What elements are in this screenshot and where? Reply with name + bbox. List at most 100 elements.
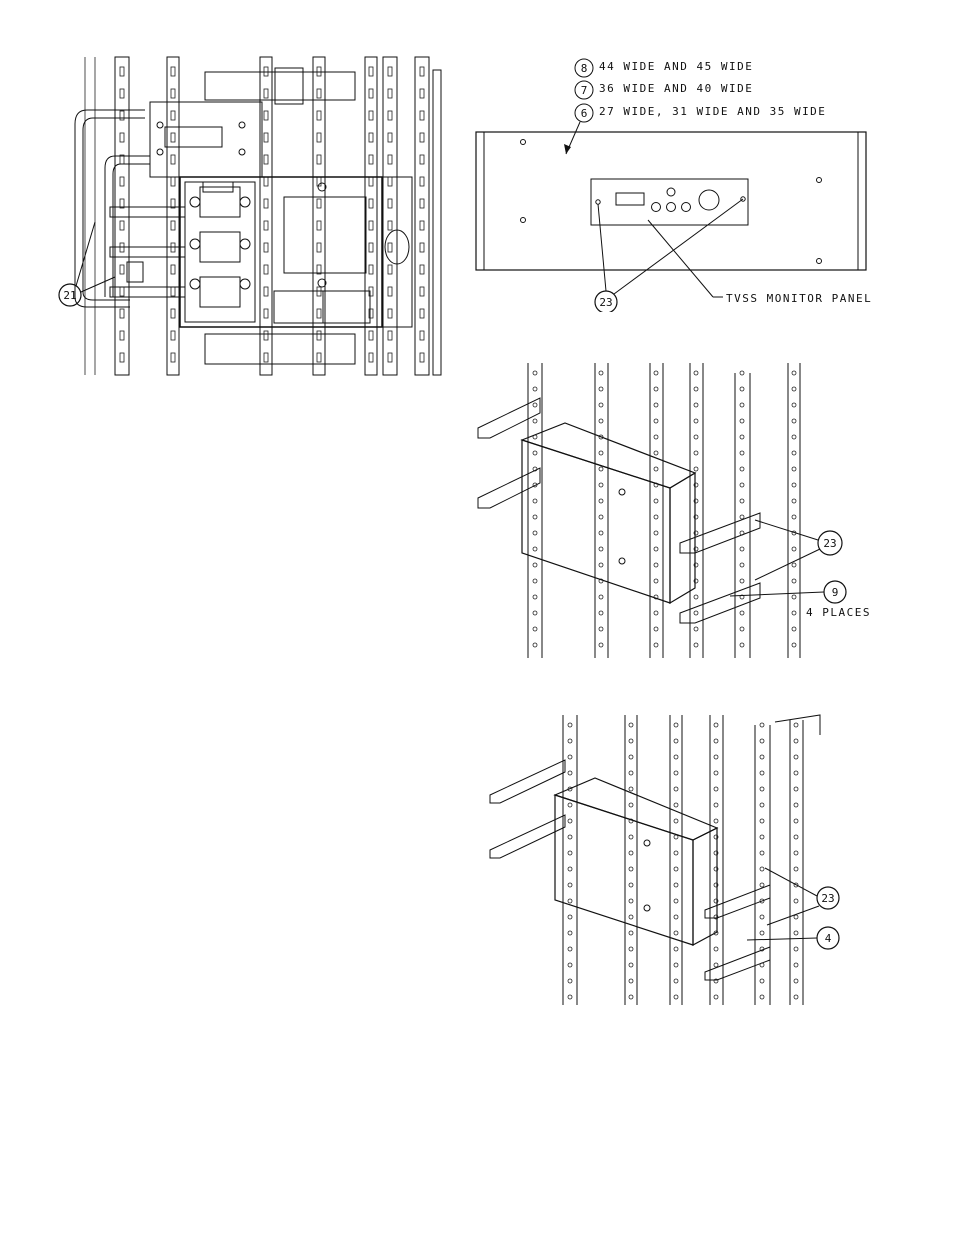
rail-hole [694, 451, 698, 455]
figure-b-monitor-panel: 8 44 WIDE AND 45 WIDE 7 36 WIDE AND 40 W… [468, 52, 878, 312]
rail-hole [533, 547, 537, 551]
rail-hole [533, 403, 537, 407]
rail-hole [714, 947, 718, 951]
rail-hole [629, 835, 633, 839]
rail-hole [533, 499, 537, 503]
rail-hole [568, 995, 572, 999]
rail-hole [674, 739, 678, 743]
rail-hole [654, 515, 658, 519]
rail-hole [654, 403, 658, 407]
rail-hole [760, 835, 764, 839]
rail-hole [120, 309, 124, 318]
rail-hole [171, 155, 175, 164]
rail-hole [599, 499, 603, 503]
rail-hole [568, 867, 572, 871]
rail-hole [420, 111, 424, 120]
rail-hole [792, 547, 796, 551]
rail-hole [740, 451, 744, 455]
rail-hole [568, 883, 572, 887]
rail-hole [171, 309, 175, 318]
rail-hole [629, 883, 633, 887]
rail-hole [420, 309, 424, 318]
rail-hole [568, 963, 572, 967]
rail-hole [369, 353, 373, 362]
rail-hole [388, 199, 392, 208]
callout-6: 6 27 WIDE, 31 WIDE AND 35 WIDE [564, 104, 826, 154]
rail-hole [120, 287, 124, 296]
rail-hole [694, 419, 698, 423]
monitor-panel-leader: TVSS MONITOR PANEL [648, 220, 872, 305]
rail-hole [568, 899, 572, 903]
rail-hole [171, 331, 175, 340]
rail-hole [674, 803, 678, 807]
rail-hole [654, 579, 658, 583]
rail-hole [171, 133, 175, 142]
rail-hole [694, 627, 698, 631]
callout-23: 23 [765, 868, 839, 925]
rail-hole [629, 771, 633, 775]
rail-hole [714, 819, 718, 823]
rail-hole [388, 243, 392, 252]
rail-hole [264, 265, 268, 274]
figure-d-isometric-bracket: 23 4 [485, 710, 845, 1010]
rail-hole [533, 611, 537, 615]
rail-hole [599, 531, 603, 535]
rail-hole [388, 221, 392, 230]
rail-hole [794, 739, 798, 743]
rail-hole [654, 643, 658, 647]
rail-hole [740, 403, 744, 407]
rail-hole [740, 483, 744, 487]
callout-23: 23 [595, 199, 743, 312]
rail-hole [568, 819, 572, 823]
rail-hole [714, 787, 718, 791]
rail-hole [760, 739, 764, 743]
rail-holes [568, 723, 798, 999]
rail-hole [599, 403, 603, 407]
rail-hole [317, 353, 321, 362]
rail-hole [792, 563, 796, 567]
rail-hole [694, 643, 698, 647]
figure-c-isometric-bracket: 23 9 4 PLACES [470, 358, 880, 663]
rail-hole [794, 915, 798, 919]
rail-hole [674, 931, 678, 935]
rail-hole [792, 579, 796, 583]
rail-hole [794, 819, 798, 823]
bus-bar-1 [110, 207, 185, 217]
rail-hole [369, 177, 373, 186]
rail-hole [794, 899, 798, 903]
rail-hole [760, 771, 764, 775]
rail-hole [599, 643, 603, 647]
top-bus-bar [205, 72, 355, 100]
rail-hole [792, 627, 796, 631]
rail-hole [654, 371, 658, 375]
rail-hole [674, 899, 678, 903]
vertical-rails [528, 363, 800, 658]
rail-hole [674, 771, 678, 775]
rail-hole [794, 995, 798, 999]
rail-hole [568, 835, 572, 839]
callout-4: 4 [747, 927, 839, 949]
callout-6-number: 6 [581, 107, 588, 120]
rail-hole [533, 515, 537, 519]
rail-hole [674, 995, 678, 999]
rail-hole [420, 133, 424, 142]
rail-hole [420, 265, 424, 274]
vertical-rails [563, 715, 820, 1005]
support-arms-left [490, 760, 565, 858]
rail-hole [420, 89, 424, 98]
rail-hole [568, 739, 572, 743]
rail-hole [674, 867, 678, 871]
rail-hole [714, 963, 718, 967]
rail-hole [792, 387, 796, 391]
rail-hole [760, 883, 764, 887]
rail-hole [264, 111, 268, 120]
rail-hole [420, 331, 424, 340]
rail-hole [568, 755, 572, 759]
rail-hole [599, 387, 603, 391]
rail-hole [629, 931, 633, 935]
rail-hole [740, 627, 744, 631]
rail-hole [792, 403, 796, 407]
rail-hole [317, 309, 321, 318]
rail-hole [317, 133, 321, 142]
rail-hole [264, 287, 268, 296]
